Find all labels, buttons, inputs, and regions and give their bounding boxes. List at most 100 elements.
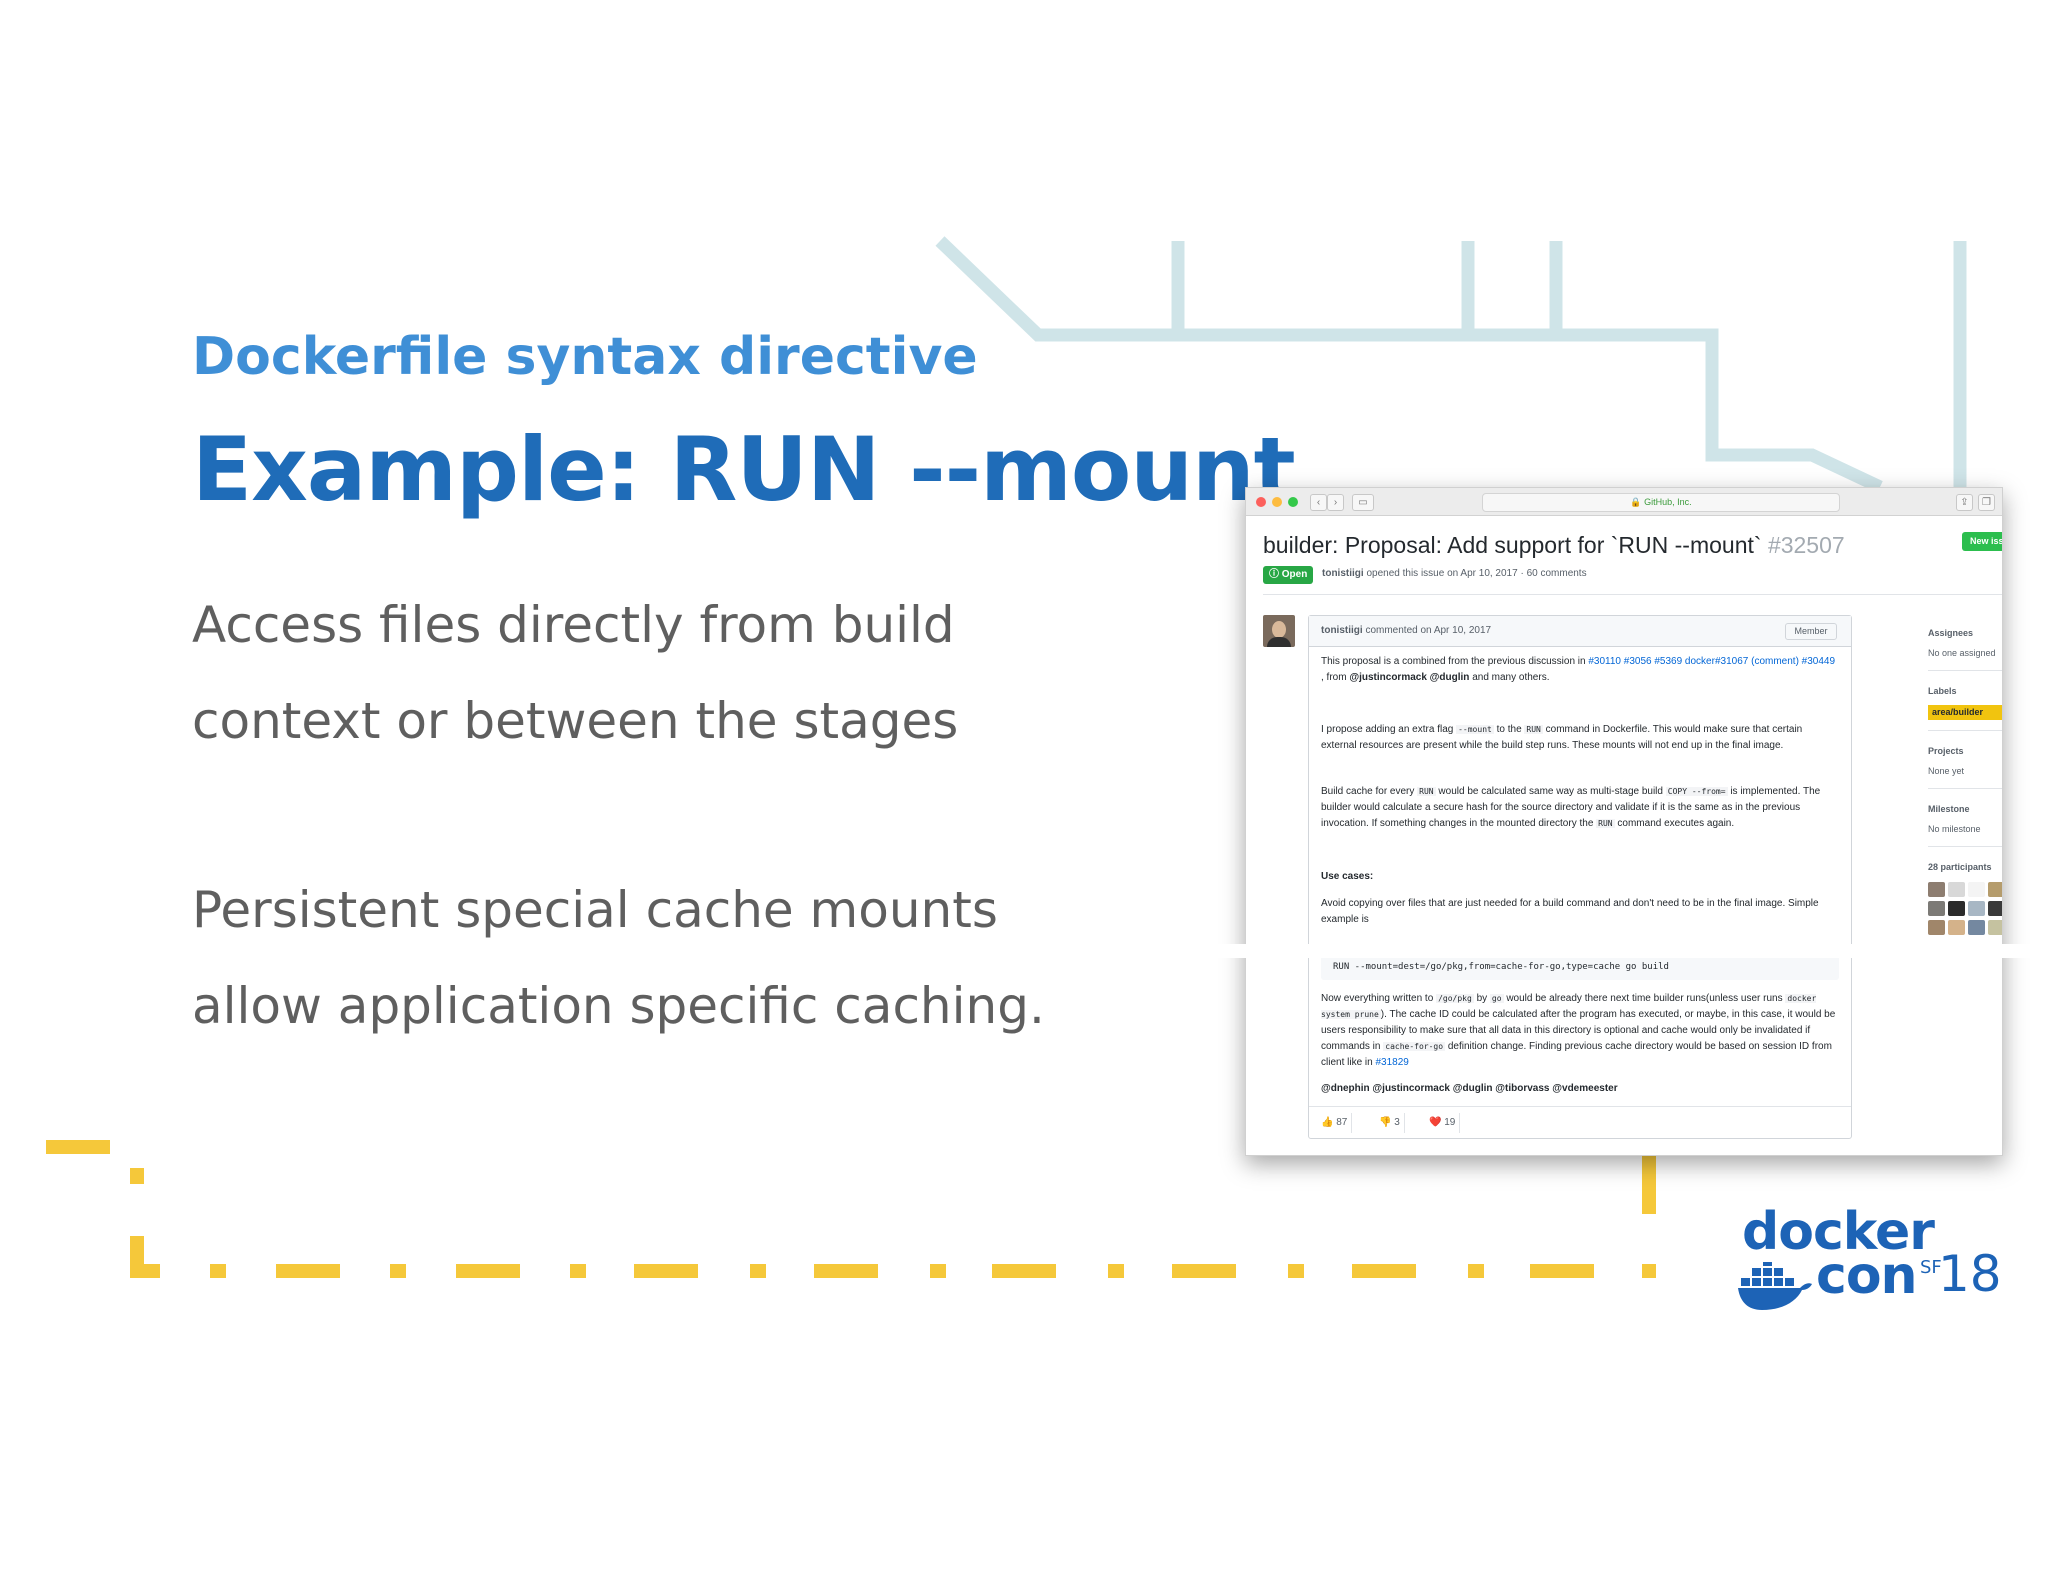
- issue-status-text: Open: [1281, 569, 1308, 580]
- assignees-value: No one assigned: [1928, 648, 1996, 658]
- p5-path-code: /go/pkg: [1436, 994, 1474, 1003]
- avatar[interactable]: [1948, 882, 1965, 897]
- p5-cache-code: cache-for-go: [1383, 1042, 1446, 1051]
- avatar[interactable]: [1968, 920, 1985, 935]
- assignees-heading[interactable]: Assignees: [1928, 628, 1974, 638]
- issue-title-text: builder: Proposal: Add support for `RUN …: [1263, 532, 1762, 558]
- milestone-heading[interactable]: Milestone: [1928, 804, 1970, 814]
- projects-heading[interactable]: Projects: [1928, 746, 1964, 756]
- issue-status-badge: ⓘ Open: [1263, 566, 1314, 584]
- p1-issue-links[interactable]: #30110 #3056 #5369 docker#31067: [1588, 656, 1749, 667]
- avatar[interactable]: [1928, 920, 1945, 935]
- avatar[interactable]: [1948, 901, 1965, 916]
- member-tag: Member: [1785, 623, 1837, 640]
- participants-heading: 28 participants: [1928, 862, 1992, 872]
- p5-go-code: go: [1489, 994, 1504, 1003]
- avatar[interactable]: [1263, 615, 1295, 647]
- p1-tail-suffix: and many others.: [1472, 672, 1550, 683]
- issue-title: builder: Proposal: Add support for `RUN …: [1263, 532, 1845, 559]
- comment-paragraph-2: I propose adding an extra flag --mount t…: [1321, 722, 1839, 754]
- thumbs-down-reaction[interactable]: 👎 3: [1375, 1113, 1405, 1133]
- tabs-icon[interactable]: ❐: [1978, 494, 1995, 511]
- p3-a: Build cache for every: [1321, 786, 1415, 797]
- p5-d: ). The cache ID could be calculated afte…: [1321, 1009, 1836, 1052]
- logo-con-text: con: [1816, 1246, 1918, 1306]
- milestone-value: No milestone: [1928, 824, 1981, 834]
- avatar[interactable]: [1988, 920, 2002, 935]
- avatar-body: [1267, 637, 1291, 647]
- minimize-window-button[interactable]: [1272, 497, 1282, 507]
- p5-e: definition change. Finding previous cach…: [1321, 1041, 1832, 1068]
- issue-opened-meta: tonistiigi opened this issue on Apr 10, …: [1322, 568, 1587, 579]
- avatar[interactable]: [1988, 882, 2002, 897]
- screenshot-gap: [1215, 944, 2048, 958]
- yellow-dash-path: [46, 1140, 1656, 1278]
- thumbs-up-count: 87: [1336, 1117, 1348, 1128]
- p5-b: by: [1476, 993, 1488, 1004]
- label-area-builder[interactable]: area/builder: [1928, 705, 2002, 720]
- avatar[interactable]: [1968, 901, 1985, 916]
- dockercon-logo: docker con SF 18: [1738, 1204, 2002, 1320]
- p2-c: command in Dockerfile. This would make s…: [1321, 724, 1803, 751]
- p3-b: would be calculated same way as multi-st…: [1438, 786, 1663, 797]
- avatar-face: [1272, 621, 1286, 638]
- code-block: RUN --mount=dest=/go/pkg,from=cache-for-…: [1321, 954, 1839, 980]
- close-window-button[interactable]: [1256, 497, 1266, 507]
- p2-run-code: RUN: [1524, 725, 1543, 734]
- comment-author[interactable]: tonistiigi: [1321, 625, 1363, 636]
- browser-window: ‹ › ▭ 🔒 GitHub, Inc. ⇪ ❐ builder: Propos…: [1245, 487, 2003, 1156]
- p2-flag-code: --mount: [1456, 725, 1494, 734]
- p1-text: This proposal is a combined from the pre…: [1321, 656, 1586, 667]
- participants-grid: [1928, 882, 2002, 942]
- labels-heading[interactable]: Labels: [1928, 686, 1957, 696]
- p1-mentions[interactable]: @justincormack @duglin: [1349, 672, 1470, 683]
- issue-number: #32507: [1767, 532, 1845, 558]
- comment-paragraph-4: Avoid copying over files that are just n…: [1321, 898, 1819, 925]
- p1-tail-prefix: , from: [1321, 672, 1347, 683]
- p3-d: command executes again.: [1617, 818, 1735, 829]
- projects-value: None yet: [1928, 766, 1965, 776]
- forward-icon[interactable]: ›: [1327, 494, 1344, 511]
- thumbs-up-reaction[interactable]: 👍 87: [1317, 1113, 1353, 1133]
- thumbs-down-icon: 👎: [1379, 1117, 1392, 1128]
- p3-copy-code: COPY --from=: [1665, 787, 1728, 796]
- slide-title: Example: RUN --mount: [192, 418, 1296, 521]
- heart-icon: ❤️: [1429, 1117, 1442, 1128]
- url-text: GitHub, Inc.: [1644, 497, 1692, 507]
- browser-titlebar: ‹ › ▭ 🔒 GitHub, Inc. ⇪ ❐: [1246, 488, 2002, 516]
- avatar[interactable]: [1948, 920, 1965, 935]
- comment-paragraph-5: Now everything written to /go/pkg by go …: [1321, 991, 1839, 1071]
- share-icon[interactable]: ⇪: [1956, 494, 1973, 511]
- heart-reaction[interactable]: ❤️ 19: [1425, 1113, 1461, 1133]
- sidebar-toggle-icon[interactable]: ▭: [1352, 494, 1374, 511]
- p1-comment-link[interactable]: (comment) #30449: [1751, 656, 1836, 667]
- avatar[interactable]: [1928, 882, 1945, 897]
- p2-a: I propose adding an extra flag: [1321, 724, 1454, 735]
- p2-b: to the: [1496, 724, 1522, 735]
- sidebar-divider: [1928, 670, 2002, 671]
- avatar[interactable]: [1988, 901, 2002, 916]
- avatar[interactable]: [1928, 901, 1945, 916]
- teal-line-main: [935, 236, 1883, 493]
- comment-header: tonistiigi commented on Apr 10, 2017 Mem…: [1309, 616, 1851, 647]
- slide-kicker: Dockerfile syntax directive: [192, 327, 978, 387]
- maximize-window-button[interactable]: [1288, 497, 1298, 507]
- comment-meta: tonistiigi commented on Apr 10, 2017: [1321, 625, 1491, 636]
- thumbs-up-icon: 👍: [1321, 1117, 1334, 1128]
- issue-author-link[interactable]: tonistiigi: [1322, 568, 1364, 579]
- whale-icon: [1738, 1262, 1812, 1310]
- avatar[interactable]: [1968, 882, 1985, 897]
- new-issue-button[interactable]: New iss: [1962, 532, 2002, 551]
- issue-comment: tonistiigi commented on Apr 10, 2017 Mem…: [1308, 615, 1852, 1139]
- use-cases-heading: Use cases:: [1321, 871, 1374, 882]
- bullet-line-2: context or between the stages: [192, 692, 959, 750]
- bullet-line-4: allow application specific caching.: [192, 977, 1045, 1035]
- address-bar[interactable]: 🔒 GitHub, Inc.: [1482, 493, 1840, 512]
- heart-count: 19: [1444, 1117, 1456, 1128]
- comment-mentions[interactable]: @dnephin @justincormack @duglin @tiborva…: [1321, 1083, 1618, 1094]
- p5-issue-link[interactable]: #31829: [1375, 1057, 1409, 1068]
- comment-paragraph-1: This proposal is a combined from the pre…: [1321, 654, 1839, 686]
- back-icon[interactable]: ‹: [1310, 494, 1327, 511]
- bullet-line-3: Persistent special cache mounts: [192, 881, 998, 939]
